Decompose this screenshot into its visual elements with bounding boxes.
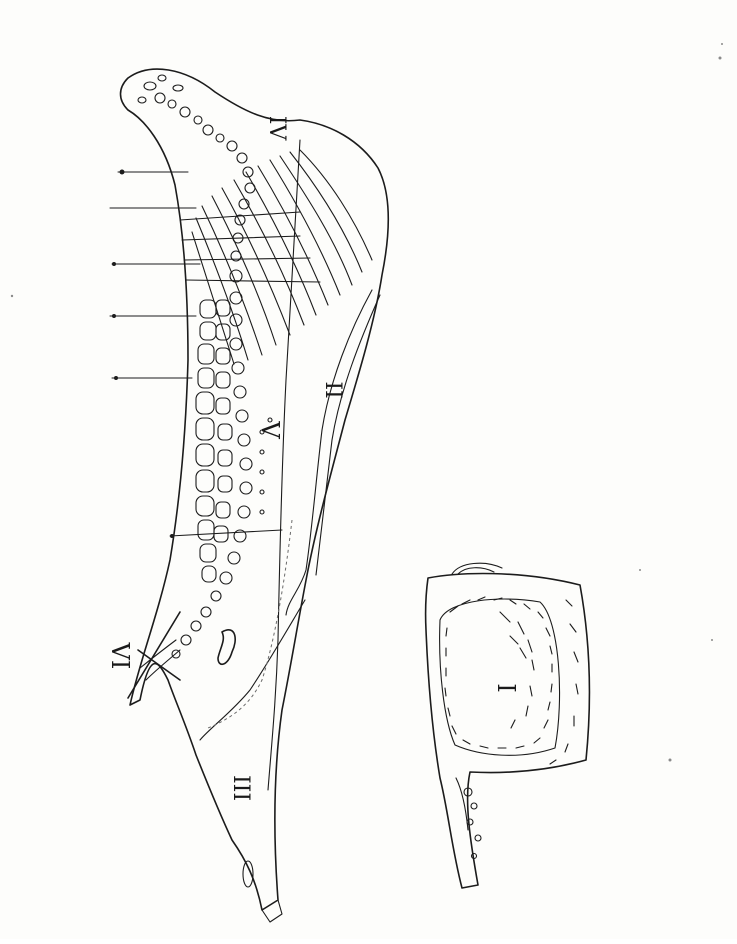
flank-line [286, 290, 372, 615]
carcass-side: IV V II III VI [106, 69, 388, 922]
shoulder-opening [218, 630, 235, 664]
eye-muscle-outline [440, 599, 560, 755]
region-label-iii: III [228, 775, 253, 801]
tail-bones [138, 75, 183, 103]
marbling-hatching [445, 597, 578, 764]
vertebrae-chain [155, 93, 255, 658]
leader-ticks [112, 170, 174, 539]
cross-lines [180, 212, 320, 282]
region-label-ii: II [320, 381, 345, 398]
shoulder-dashed-curve [208, 520, 292, 728]
carcass-outline [121, 69, 389, 910]
cross-section-piece: I [426, 563, 590, 888]
division-line-main [268, 140, 300, 790]
region-label-vi: VI [106, 642, 134, 670]
rib-lines [192, 150, 372, 364]
region-label-i: I [492, 683, 520, 692]
region-label-iv: IV [264, 116, 289, 142]
flank-line-2 [316, 295, 380, 575]
region-label-v: V [256, 420, 284, 439]
